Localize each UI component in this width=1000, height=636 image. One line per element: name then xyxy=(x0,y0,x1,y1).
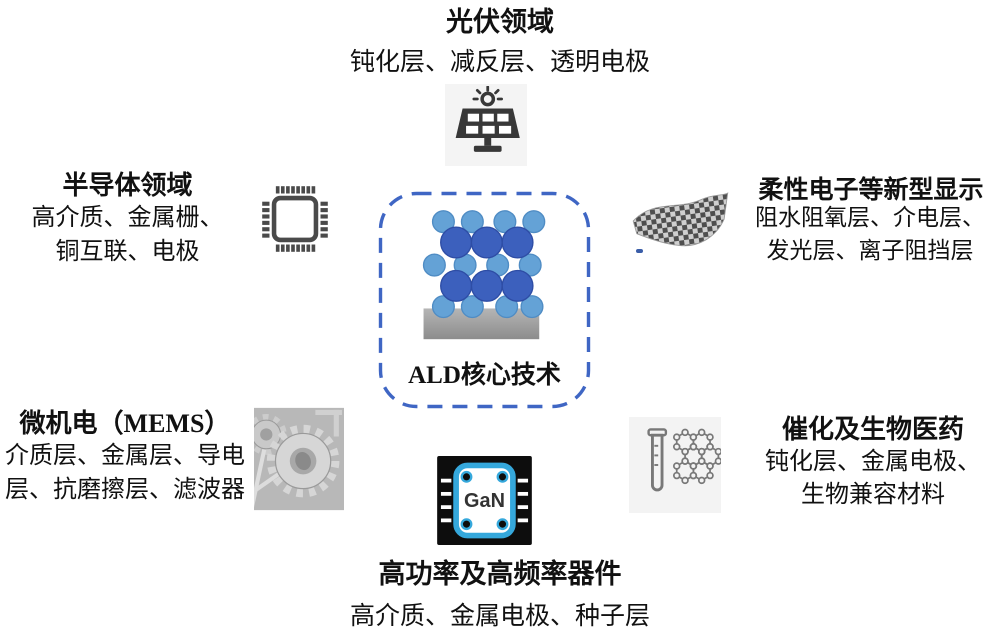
dashed-border xyxy=(378,191,591,409)
flexible-display-title: 柔性电子等新型显示 xyxy=(758,177,984,204)
chip-icon xyxy=(254,174,336,264)
mems-gears-icon-svg xyxy=(254,407,344,511)
mems-title: 微机电（MEMS） xyxy=(19,409,231,438)
high-power-title: 高功率及高频率器件 xyxy=(378,559,622,589)
flexible-display-desc-line2: 发光层、离子阻挡层 xyxy=(766,238,974,263)
gan-chip-icon-svg: GaN xyxy=(437,456,532,545)
semiconductor-title: 半导体领域 xyxy=(62,171,193,200)
catalysis-desc-line2: 生物兼容材料 xyxy=(801,482,945,508)
gan-chip-label: GaN xyxy=(464,490,505,512)
photovoltaic-title: 光伏领域 xyxy=(446,7,554,37)
flexible-display-desc-line1: 阻水阻氧层、介电层、 xyxy=(755,205,985,230)
high-power-desc: 高介质、金属电极、种子层 xyxy=(349,603,650,630)
catalysis-desc-line1: 钝化层、金属电极、 xyxy=(765,449,981,475)
solar-panel-icon-svg xyxy=(455,86,520,152)
ald-spheres-illustration xyxy=(422,210,545,340)
ald-core-box: ALD核心技术 xyxy=(378,191,591,409)
flexible-sheet-icon-svg xyxy=(632,192,729,247)
ald-core-label: ALD核心技术 xyxy=(408,362,561,389)
solar-panel-icon xyxy=(445,84,527,166)
photovoltaic-desc: 钝化层、减反层、透明电极 xyxy=(349,49,650,76)
gan-chip-icon: GaN xyxy=(437,456,532,545)
semiconductor-desc-line1: 高介质、金属栅、 xyxy=(31,205,224,231)
test-tube-molecule-icon-svg xyxy=(647,428,721,492)
blue-mark xyxy=(636,249,643,253)
mems-gears-icon xyxy=(254,407,344,511)
test-tube-molecule-icon xyxy=(629,417,721,513)
semiconductor-desc-line2: 铜互联、电极 xyxy=(55,239,200,265)
mems-desc-line2: 层、抗磨擦层、滤波器 xyxy=(5,477,245,503)
catalysis-title: 催化及生物医药 xyxy=(781,415,964,444)
chip-icon-svg xyxy=(262,186,328,252)
mems-desc-line1: 介质层、金属层、导电 xyxy=(5,443,245,469)
flexible-sheet-icon xyxy=(626,182,734,270)
